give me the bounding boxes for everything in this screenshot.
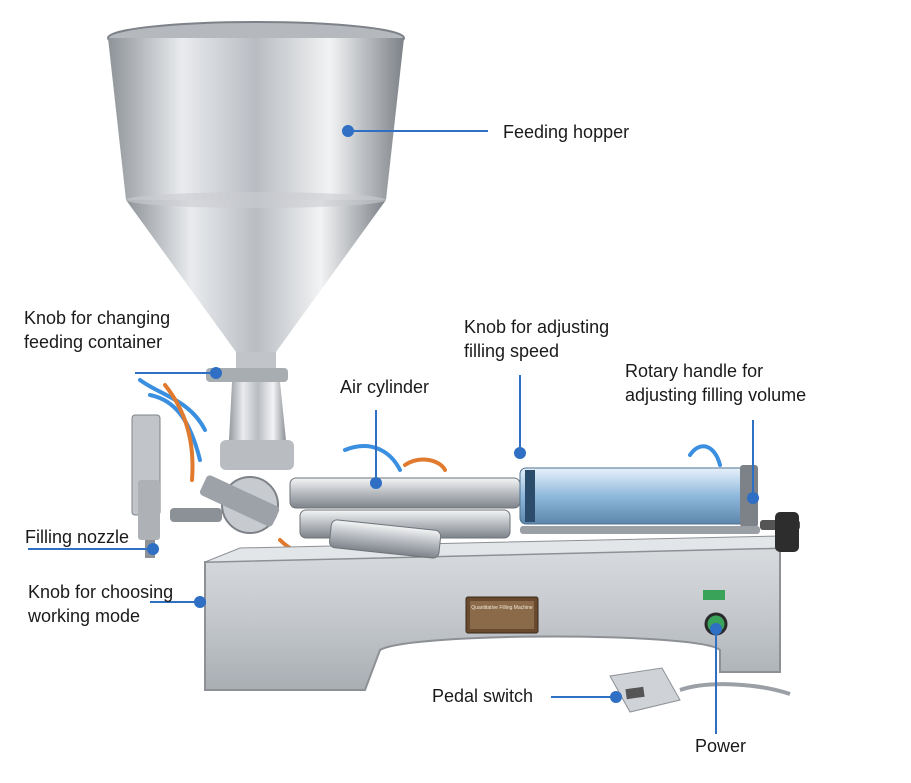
label-feeding-hopper: Feeding hopper [503, 122, 630, 142]
label-rotary-handle-line2: adjusting filling volume [625, 385, 807, 405]
label-power: Power [695, 736, 747, 756]
label-knob-changing-line1: Knob for changing [24, 308, 171, 328]
cylinders [289, 465, 800, 559]
label-rotary-handle-line1: Rotary handle for [625, 361, 764, 381]
label-air-cylinder: Air cylinder [340, 377, 430, 397]
label-knob-mode-line1: Knob for choosing [28, 582, 174, 602]
callout-dot-knob-changing [210, 367, 222, 379]
filling-nozzle-assembly [131, 414, 161, 558]
label-knob-mode-line2: working mode [28, 606, 141, 626]
valve-assembly [170, 368, 294, 534]
callout-dot-knob-mode [194, 596, 206, 608]
nameplate: Quantitative Filling Machine [465, 596, 539, 634]
callout-dot-power [710, 623, 722, 635]
label-knob-changing-line2: feeding container [24, 332, 163, 352]
pedal-switch[interactable] [609, 667, 791, 713]
label-pedal-switch: Pedal switch [432, 686, 534, 706]
callout-dot-nozzle [147, 543, 159, 555]
feeding-hopper [107, 21, 405, 372]
label-knob-speed-line1: Knob for adjusting [464, 317, 610, 337]
callout-dot-knob-speed [514, 447, 526, 459]
callout-dot-hopper [342, 125, 354, 137]
label-filling-nozzle: Filling nozzle [25, 527, 130, 547]
callout-dot-air-cylinder [370, 477, 382, 489]
callouts [28, 125, 759, 734]
callout-dot-rotary [747, 492, 759, 504]
label-knob-speed-line2: filling speed [464, 341, 560, 361]
nameplate-title: Quantitative Filling Machine [471, 605, 533, 611]
callout-dot-pedal [610, 691, 622, 703]
